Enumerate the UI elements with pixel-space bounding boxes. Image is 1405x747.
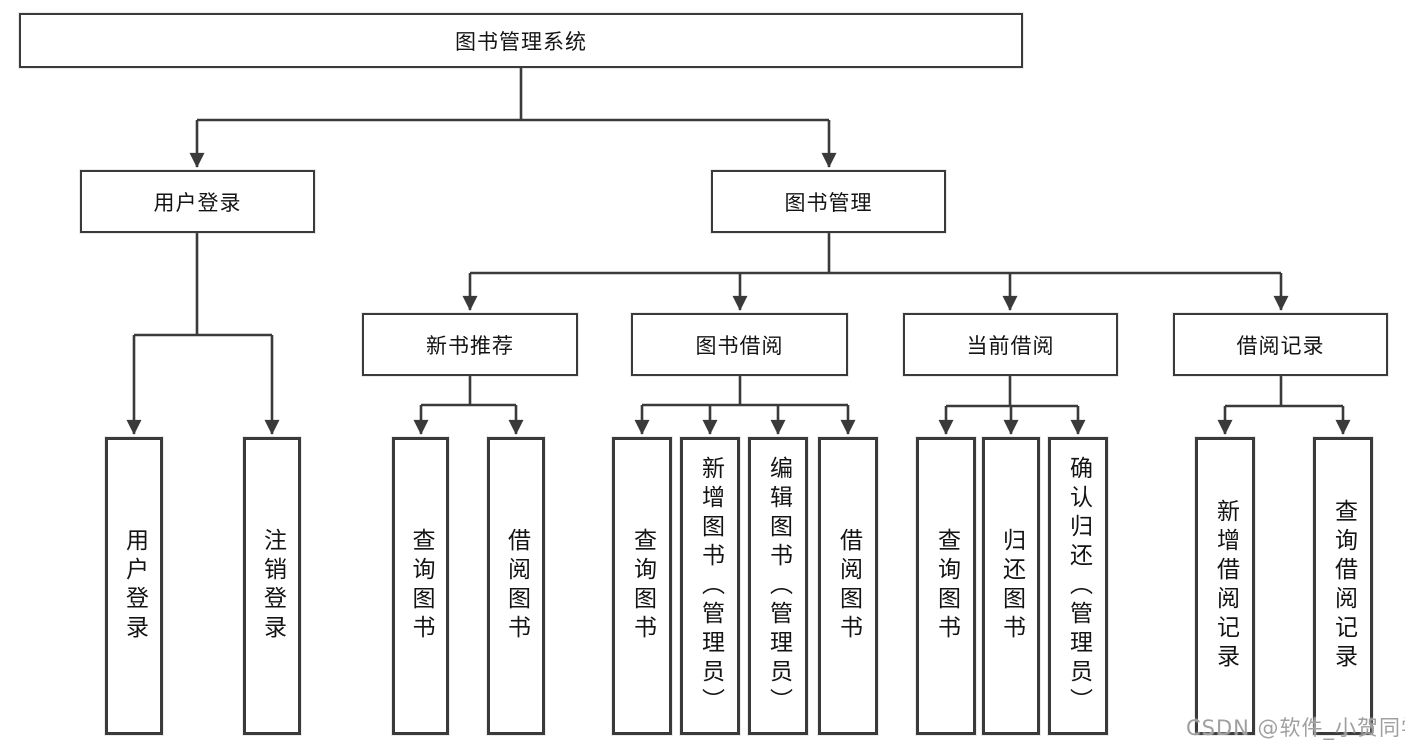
leaf-cb-confirm-return: 确认归还（管理员） xyxy=(1048,437,1108,735)
leaf-bb-add-books: 新增图书（管理员） xyxy=(680,437,740,735)
node-current-borrow: 当前借阅 xyxy=(903,313,1118,376)
node-user-login-branch: 用户登录 xyxy=(80,170,315,233)
leaf-bb-borrow-books: 借阅图书 xyxy=(818,437,878,735)
leaf-user-login: 用户登录 xyxy=(105,437,163,735)
node-root-system: 图书管理系统 xyxy=(19,13,1023,68)
leaf-br-add-record: 新增借阅记录 xyxy=(1195,437,1255,735)
leaf-nbr-borrow-books: 借阅图书 xyxy=(487,437,545,735)
leaf-cb-query-books: 查询图书 xyxy=(916,437,976,735)
node-new-book-recommend: 新书推荐 xyxy=(362,313,578,376)
node-book-borrow: 图书借阅 xyxy=(631,313,848,376)
leaf-bb-edit-books: 编辑图书（管理员） xyxy=(748,437,808,735)
csdn-watermark: CSDN @软件_小贺同学 xyxy=(1186,716,1405,740)
leaf-bb-query-books: 查询图书 xyxy=(612,437,672,735)
leaf-nbr-query-books: 查询图书 xyxy=(392,437,449,735)
node-book-management-branch: 图书管理 xyxy=(711,170,946,233)
leaf-logout: 注销登录 xyxy=(243,437,301,735)
node-borrow-records: 借阅记录 xyxy=(1173,313,1388,376)
leaf-br-query-record: 查询借阅记录 xyxy=(1313,437,1373,735)
leaf-cb-return-books: 归还图书 xyxy=(982,437,1040,735)
